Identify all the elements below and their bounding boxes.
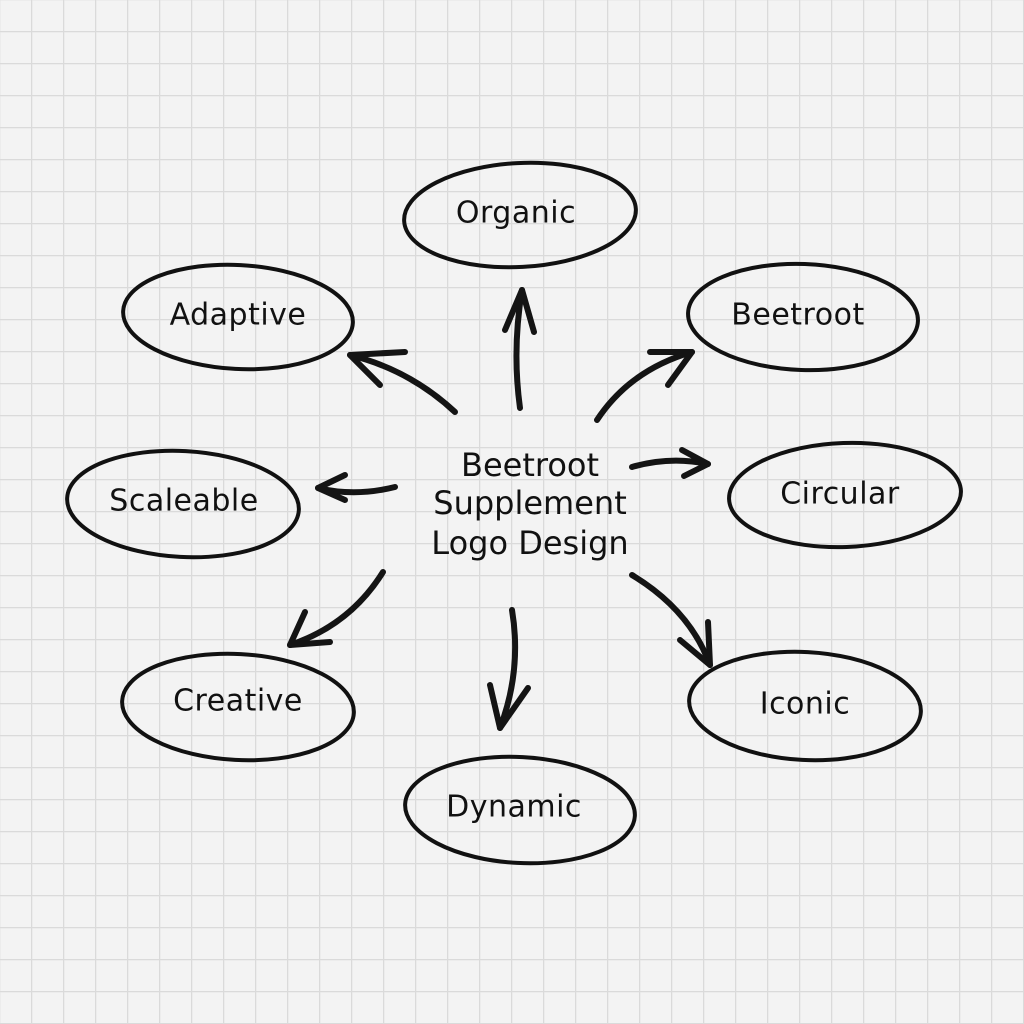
node-creative: Creative <box>120 651 356 763</box>
node-label: Creative <box>173 684 303 719</box>
node-circular: Circular <box>727 440 963 550</box>
node-label: Scaleable <box>109 484 258 519</box>
node-adaptive: Adaptive <box>121 262 355 372</box>
arrow-to-adaptive <box>347 349 458 415</box>
node-beetroot: Beetroot <box>686 261 920 373</box>
center-line-3: Logo Design <box>431 524 628 562</box>
node-scaleable: Scaleable <box>65 448 301 560</box>
node-label: Circular <box>780 477 900 512</box>
arrows <box>287 287 713 731</box>
arrow-to-iconic <box>629 572 713 668</box>
arrow-to-beetroot <box>594 349 695 423</box>
center-line-1: Beetroot <box>461 446 599 484</box>
center-topic: Beetroot Supplement Logo Design <box>431 446 628 562</box>
arrow-to-scaleable <box>315 472 398 503</box>
node-iconic: Iconic <box>687 649 923 763</box>
node-organic: Organic <box>402 160 638 270</box>
node-label: Organic <box>456 196 576 231</box>
node-label: Iconic <box>760 687 851 722</box>
arrow-to-circular <box>629 447 711 479</box>
node-label: Beetroot <box>731 298 864 333</box>
arrow-to-organic <box>502 287 537 411</box>
node-label: Adaptive <box>170 298 307 333</box>
node-dynamic: Dynamic <box>403 754 637 866</box>
arrow-to-dynamic <box>487 607 531 731</box>
arrow-to-creative <box>287 569 386 648</box>
center-line-2: Supplement <box>433 484 626 522</box>
node-label: Dynamic <box>446 790 582 825</box>
